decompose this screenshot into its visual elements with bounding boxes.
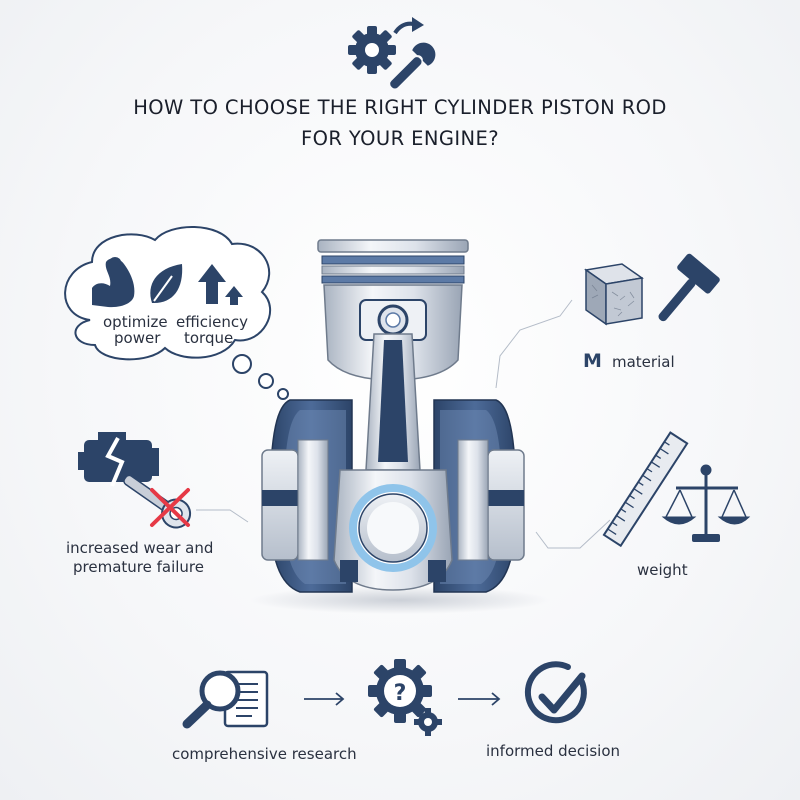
label-torque: torque (184, 329, 234, 347)
page-title: HOW TO CHOOSE THE RIGHT CYLINDER PISTON … (0, 92, 800, 154)
arrow-right-1 (304, 692, 345, 706)
label-power: power (114, 329, 161, 347)
label-material: material (612, 353, 675, 371)
hammer-icon (658, 253, 720, 322)
arrows-up-icon (198, 264, 243, 305)
title-line-1: HOW TO CHOOSE THE RIGHT CYLINDER PISTON … (133, 96, 667, 119)
question-mark-text: ? (394, 681, 407, 706)
label-decision: informed decision (486, 742, 620, 760)
ruler-icon (602, 431, 689, 548)
gear-wrench-icon (348, 17, 436, 89)
bicep-icon (92, 257, 135, 308)
ground-shadow (250, 586, 550, 614)
label-optimize: optimize (103, 313, 168, 331)
check-circle-icon (524, 661, 587, 724)
magnifier-document-icon (182, 670, 269, 729)
label-weight: weight (637, 561, 688, 579)
label-failure-line1: increased wear and (66, 539, 214, 557)
label-efficiency: efficiency (176, 313, 249, 331)
material-badge: M (583, 350, 602, 372)
label-research: comprehensive research (172, 745, 357, 763)
engine-warning-icon (78, 432, 159, 487)
material-cube-icon (584, 263, 644, 326)
connector-lines (196, 299, 611, 549)
piston-rod-assembly (261, 239, 525, 593)
question-gear-icon (368, 659, 442, 736)
label-failure-line2: premature failure (73, 558, 204, 576)
leaf-icon (150, 264, 183, 304)
arrow-right-2 (458, 692, 501, 706)
balance-scale-icon (661, 464, 751, 542)
broken-rod-icon (123, 474, 192, 529)
title-line-2: FOR YOUR ENGINE? (301, 127, 499, 150)
